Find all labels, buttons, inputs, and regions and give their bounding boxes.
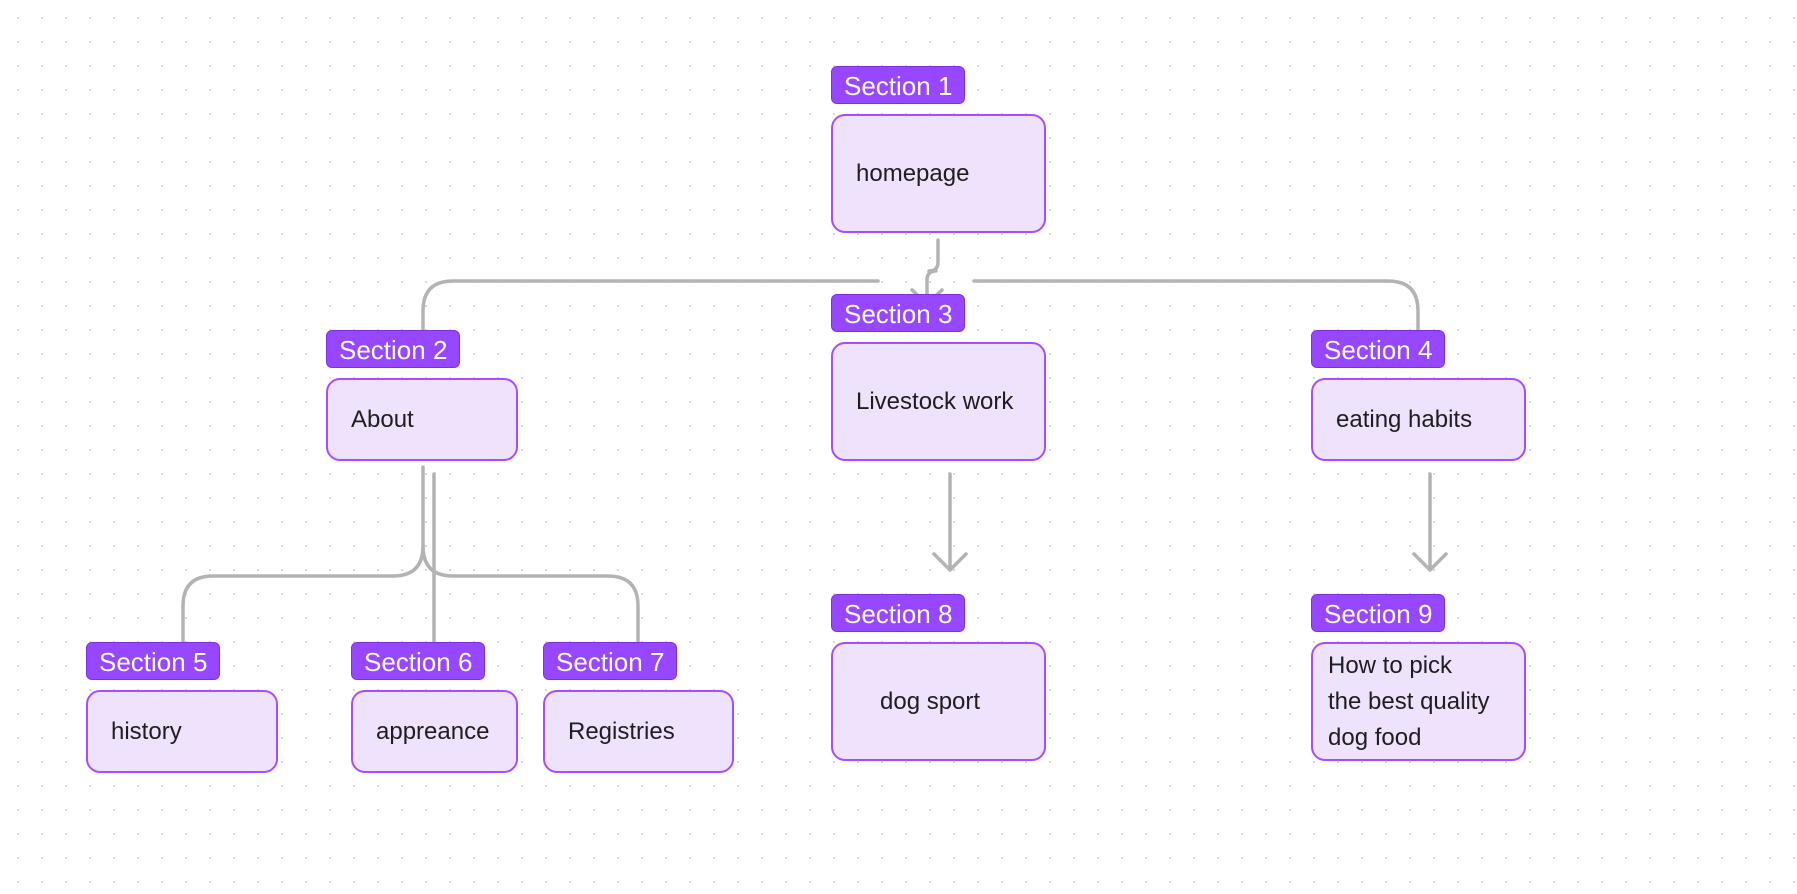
section-tag-6[interactable]: Section 6	[351, 642, 486, 680]
node-about[interactable]: About	[326, 378, 518, 461]
section-tag-2[interactable]: Section 2	[326, 330, 461, 368]
section-tag-1[interactable]: Section 1	[831, 66, 966, 104]
node-history[interactable]: history	[86, 690, 278, 773]
node-dog-sport[interactable]: dog sport	[831, 642, 1046, 761]
connector-s1-to-s2[interactable]	[421, 279, 880, 332]
section-tag-5[interactable]: Section 5	[86, 642, 221, 680]
section-tag-7[interactable]: Section 7	[543, 642, 678, 680]
node-label: history	[111, 717, 182, 745]
connector-s2-to-s7[interactable]	[421, 544, 640, 644]
node-dog-food-guide[interactable]: How to pick the best quality dog food	[1311, 642, 1526, 761]
connector-s1-trunk[interactable]	[925, 238, 940, 304]
node-label: About	[351, 405, 414, 433]
section-tag-4[interactable]: Section 4	[1311, 330, 1446, 368]
node-label: eating habits	[1336, 405, 1473, 433]
node-label: dog sport	[880, 687, 981, 715]
node-label: homepage	[856, 159, 970, 187]
node-livestock-work[interactable]: Livestock work	[831, 342, 1046, 461]
node-registries[interactable]: Registries	[543, 690, 734, 773]
node-appreance[interactable]: appreance	[351, 690, 518, 773]
section-tag-9[interactable]: Section 9	[1311, 594, 1446, 632]
connector-arrowhead-s9	[1412, 552, 1448, 572]
section-tag-3[interactable]: Section 3	[831, 294, 966, 332]
connector-s1-to-s4[interactable]	[972, 279, 1420, 332]
node-label: Registries	[568, 717, 675, 745]
section-tag-8[interactable]: Section 8	[831, 594, 966, 632]
node-label: Livestock work	[856, 387, 1014, 415]
node-label: appreance	[376, 717, 490, 745]
connector-arrowhead-s8	[932, 552, 968, 572]
node-eating-habits[interactable]: eating habits	[1311, 378, 1526, 461]
node-homepage[interactable]: homepage	[831, 114, 1046, 233]
node-label: How to pick the best quality dog food	[1328, 651, 1490, 751]
connector-s2-to-s5[interactable]	[181, 465, 425, 644]
